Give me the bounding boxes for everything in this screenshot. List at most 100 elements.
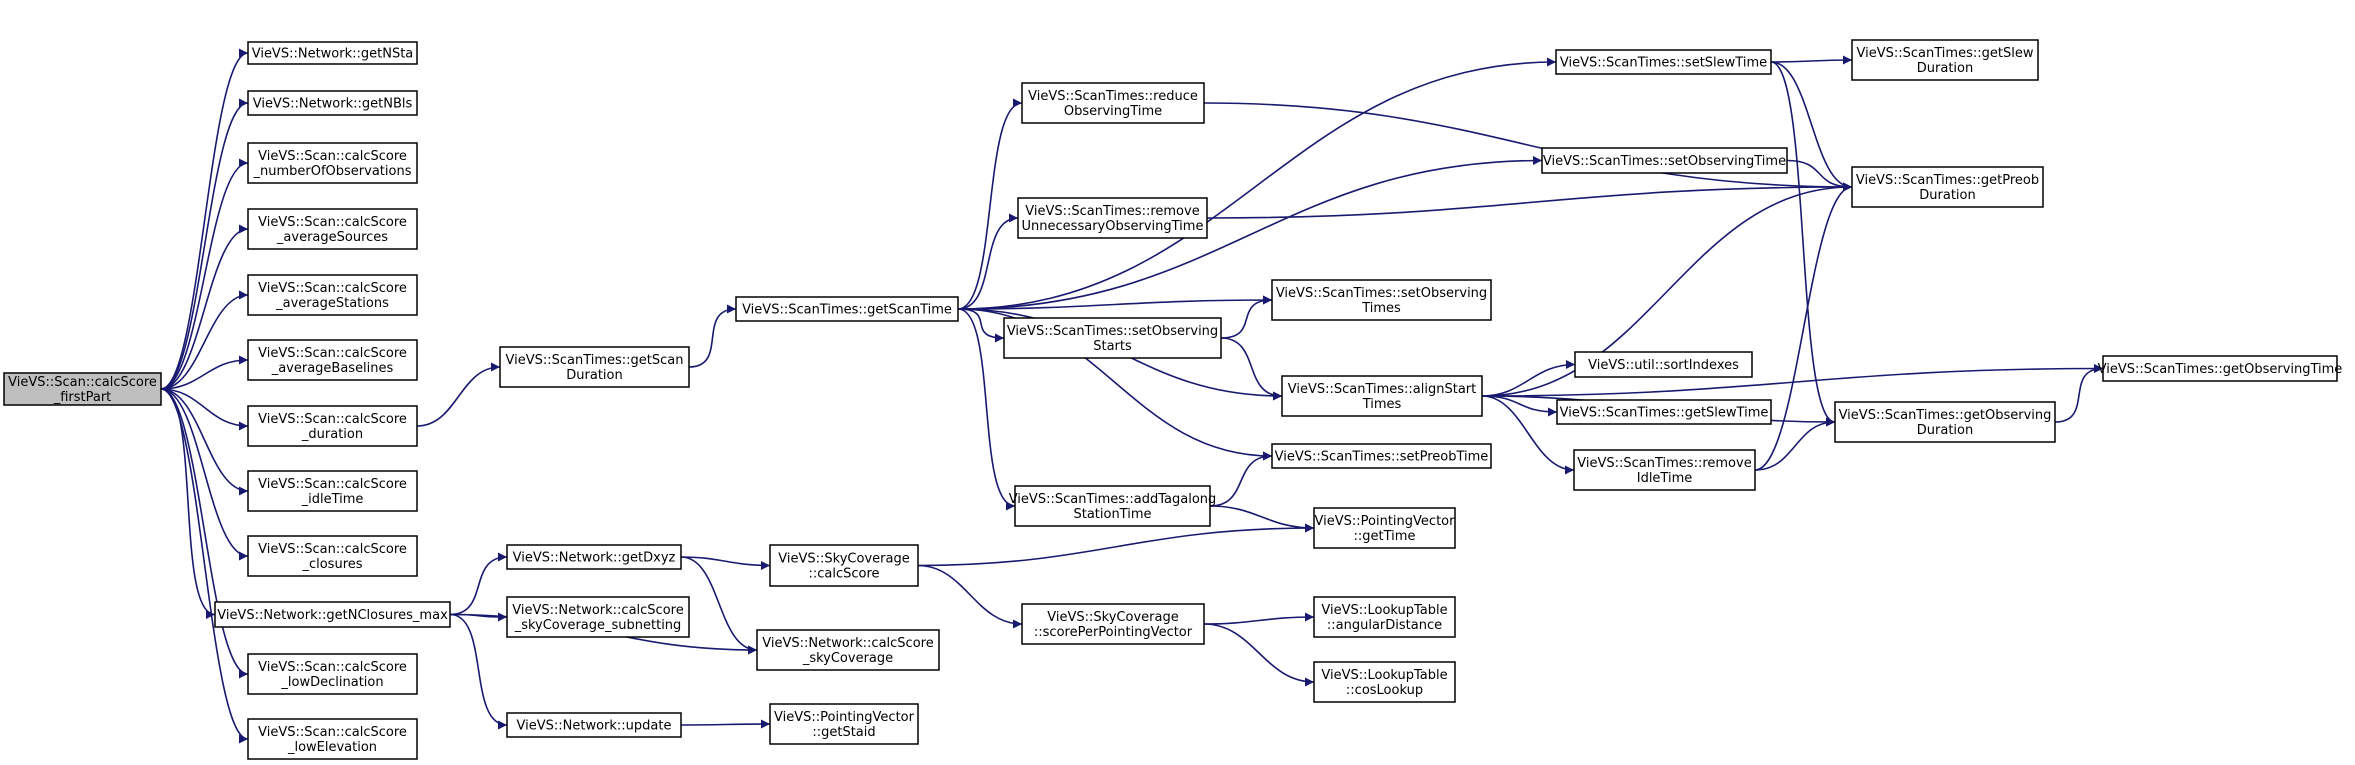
- node-label: VieVS::Network::getNBls: [253, 97, 413, 112]
- node-skySubnet[interactable]: VieVS::Network::calcScore_skyCoverage_su…: [506, 596, 690, 638]
- edge-duration-to-getScanDur: [416, 362, 501, 427]
- node-duration[interactable]: VieVS::Scan::calcScore_duration: [247, 405, 418, 447]
- node-label: VieVS::SkyCoverage: [778, 552, 909, 567]
- node-cosLookup[interactable]: VieVS::LookupTable::cosLookup: [1313, 661, 1456, 703]
- edge-scorePPV-to-cosLookup: [1203, 623, 1315, 687]
- node-idleTime[interactable]: VieVS::Scan::calcScore_idleTime: [247, 470, 418, 512]
- node-label: VieVS::PointingVector: [774, 710, 915, 725]
- edge-removeIdle-to-getPreobDur: [1754, 182, 1853, 471]
- node-getScanTime[interactable]: VieVS::ScanTimes::getScanTime: [735, 296, 959, 322]
- node-label: VieVS::ScanTimes::reduce: [1028, 89, 1198, 104]
- node-label: VieVS::ScanTimes::getObservingTime: [2098, 362, 2343, 377]
- node-label: VieVS::Scan::calcScore: [258, 281, 407, 296]
- node-setPreob[interactable]: VieVS::ScanTimes::setPreobTime: [1271, 443, 1492, 469]
- node-label: ::calcScore: [808, 567, 879, 582]
- edge-getScanDur-to-getScanTime: [688, 304, 737, 368]
- node-avgSrc[interactable]: VieVS::Scan::calcScore_averageSources: [247, 208, 418, 250]
- node-getNClos[interactable]: VieVS::Network::getNClosures_max: [214, 601, 451, 628]
- node-label: ::cosLookup: [1346, 683, 1423, 698]
- node-label: _idleTime: [301, 492, 364, 507]
- node-label: Duration: [1917, 423, 1973, 438]
- edge-root-to-lowDecl: [160, 388, 249, 679]
- node-getDxyz[interactable]: VieVS::Network::getDxyz: [506, 544, 682, 570]
- node-closures[interactable]: VieVS::Scan::calcScore_closures: [247, 535, 418, 577]
- node-label: _averageStations: [275, 296, 389, 311]
- node-getObsTime[interactable]: VieVS::ScanTimes::getObservingTime: [2098, 355, 2343, 382]
- node-label: ::getTime: [1354, 529, 1416, 544]
- node-label: VieVS::ScanTimes::setObservingTime: [1543, 154, 1786, 169]
- edge-getScanTime-to-setObsTimes: [957, 295, 1273, 310]
- node-label: VieVS::LookupTable: [1321, 668, 1447, 683]
- node-netSky[interactable]: VieVS::Network::calcScore_skyCoverage: [756, 629, 940, 671]
- edge-setObsStarts-to-setObsTimes: [1220, 295, 1273, 339]
- node-angDist[interactable]: VieVS::LookupTable::angularDistance: [1313, 596, 1456, 638]
- node-pvGetTime[interactable]: VieVS::PointingVector::getTime: [1313, 507, 1456, 549]
- node-label: VieVS::Scan::calcScore: [258, 477, 407, 492]
- node-label: VieVS::ScanTimes::remove: [1577, 456, 1751, 471]
- node-netUpdate[interactable]: VieVS::Network::update: [506, 712, 682, 738]
- node-label: VieVS::Scan::calcScore: [258, 346, 407, 361]
- node-box: [1281, 375, 1483, 417]
- node-label: UnnecessaryObservingTime: [1022, 219, 1204, 234]
- node-box: [506, 596, 690, 638]
- edges-layer: [160, 48, 2104, 744]
- node-getSlewTime[interactable]: VieVS::ScanTimes::getSlewTime: [1556, 399, 1772, 425]
- node-avgBl[interactable]: VieVS::Scan::calcScore_averageBaselines: [247, 339, 418, 381]
- node-label: VieVS::util::sortIndexes: [1588, 358, 1739, 373]
- node-removeUnn[interactable]: VieVS::ScanTimes::removeUnnecessaryObser…: [1017, 197, 1208, 239]
- node-label: VieVS::ScanTimes::addTagalong: [1009, 492, 1217, 507]
- edge-root-to-getNSta: [160, 48, 249, 390]
- node-box: [1851, 166, 2044, 208]
- edge-removeIdle-to-getObsDur: [1754, 417, 1836, 471]
- edge-root-to-avgSta: [160, 290, 249, 390]
- node-box: [1574, 351, 1753, 378]
- node-lowDecl[interactable]: VieVS::Scan::calcScore_lowDeclination: [247, 653, 418, 695]
- node-pvStaid[interactable]: VieVS::PointingVector::getStaid: [769, 703, 919, 745]
- node-avgSta[interactable]: VieVS::Scan::calcScore_averageStations: [247, 274, 418, 316]
- node-box: [247, 142, 418, 184]
- node-lowElev[interactable]: VieVS::Scan::calcScore_lowElevation: [247, 718, 418, 760]
- node-label: VieVS::Scan::calcScore: [258, 542, 407, 557]
- node-label: _averageBaselines: [271, 361, 394, 376]
- node-label: VieVS::Network::update: [517, 719, 672, 734]
- node-label: VieVS::ScanTimes::getPreob: [1856, 173, 2039, 188]
- node-numObs[interactable]: VieVS::Scan::calcScore_numberOfObservati…: [247, 142, 418, 184]
- edge-alignStart-to-removeIdle: [1481, 395, 1575, 475]
- node-setSlew[interactable]: VieVS::ScanTimes::setSlewTime: [1555, 49, 1772, 75]
- node-box: [247, 339, 418, 381]
- node-label: VieVS::ScanTimes::getScanTime: [742, 303, 952, 318]
- node-box: [247, 405, 418, 447]
- node-label: StationTime: [1073, 507, 1151, 522]
- edge-getScanTime-to-removeUnn: [957, 213, 1019, 310]
- edge-getScanTime-to-addTag: [957, 308, 1016, 511]
- node-scorePPV[interactable]: VieVS::SkyCoverage::scorePerPointingVect…: [1021, 603, 1205, 645]
- node-box: [735, 296, 959, 322]
- node-sortIdx[interactable]: VieVS::util::sortIndexes: [1574, 351, 1753, 378]
- edge-addTag-to-setPreob: [1209, 451, 1273, 507]
- node-root[interactable]: VieVS::Scan::calcScore_firstPart: [3, 372, 162, 406]
- node-skyCalc[interactable]: VieVS::SkyCoverage::calcScore: [769, 544, 919, 587]
- node-setObsTime[interactable]: VieVS::ScanTimes::setObservingTime: [1541, 147, 1788, 174]
- node-getNBls[interactable]: VieVS::Network::getNBls: [247, 90, 418, 116]
- node-label: VieVS::Network::calcScore: [512, 603, 683, 618]
- node-box: [1271, 443, 1492, 469]
- edge-getDxyz-to-skyCalc: [680, 556, 771, 570]
- node-getNSta[interactable]: VieVS::Network::getNSta: [247, 41, 418, 65]
- node-label: _firstPart: [53, 390, 112, 405]
- edge-getScanTime-to-setPreob: [957, 308, 1273, 461]
- node-label: _duration: [301, 427, 363, 442]
- node-label: VieVS::ScanTimes::setSlewTime: [1560, 56, 1767, 71]
- node-box: [769, 544, 919, 587]
- edge-root-to-getNBls: [160, 98, 249, 390]
- node-box: [769, 703, 919, 745]
